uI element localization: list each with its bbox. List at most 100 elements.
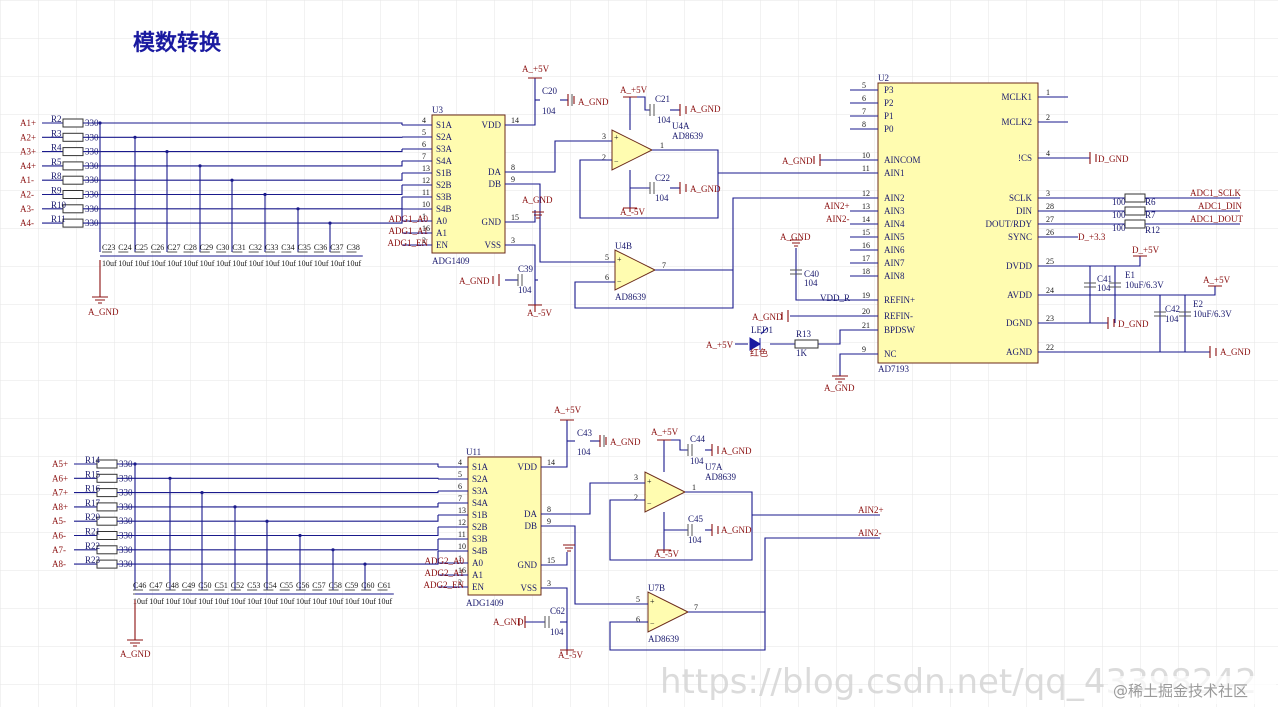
svg-text:5: 5 xyxy=(636,595,640,604)
svg-text:A_-5V: A_-5V xyxy=(654,549,679,559)
resistor-ref: R20 xyxy=(85,512,101,522)
cap-value: 10uf xyxy=(265,259,280,268)
svg-text:A_GND: A_GND xyxy=(782,156,813,166)
svg-text:104: 104 xyxy=(688,535,702,545)
cap-ref: C52 xyxy=(231,581,244,590)
input-resistor xyxy=(62,190,84,199)
svg-text:−: − xyxy=(614,157,619,166)
cap-ref: C47 xyxy=(149,581,162,590)
input-resistor xyxy=(62,147,84,157)
pin-name: NC xyxy=(884,349,897,359)
input-net-label: A5- xyxy=(52,516,66,526)
svg-text:E1: E1 xyxy=(1125,270,1135,280)
cap-value: 10uf xyxy=(330,259,345,268)
cap-value: 10uf xyxy=(314,259,329,268)
svg-text:−: − xyxy=(650,619,655,628)
pin-name: VSS xyxy=(520,583,537,593)
svg-text:A_+5V: A_+5V xyxy=(554,405,582,415)
pin-name: S4B xyxy=(436,204,452,214)
input-resistor xyxy=(62,132,84,142)
svg-text:1: 1 xyxy=(660,141,664,150)
input-net-label: A7- xyxy=(52,545,66,555)
svg-text:R12: R12 xyxy=(1145,225,1160,235)
cap-value: 10uf xyxy=(215,597,230,606)
input-net-label: A5+ xyxy=(52,459,68,469)
pin-number: 6 xyxy=(862,94,866,103)
cap-ref: C50 xyxy=(198,581,211,590)
pin-name: S3A xyxy=(436,144,453,154)
cap-ref: C55 xyxy=(280,581,293,590)
pin-number: 27 xyxy=(1046,215,1054,224)
input-net-label: A4- xyxy=(20,218,34,228)
pin-number: 21 xyxy=(862,321,870,330)
cap-ref: C33 xyxy=(265,243,278,252)
resistor-ref: R17 xyxy=(85,498,101,508)
svg-text:2: 2 xyxy=(602,153,606,162)
cap-ref: C56 xyxy=(296,581,309,590)
svg-text:C20: C20 xyxy=(542,86,558,96)
input-resistor xyxy=(62,161,84,171)
svg-text:R7: R7 xyxy=(1145,210,1156,220)
pin-number: 13 xyxy=(862,202,870,211)
cap-value: 10uf xyxy=(198,597,213,606)
u4b-part: AD8639 xyxy=(615,292,646,302)
pin-name: VDD xyxy=(518,462,538,472)
cap-value: 10uf xyxy=(312,597,327,606)
resistor-ref: R10 xyxy=(51,200,67,210)
pin-number: 23 xyxy=(1046,314,1054,323)
cap-value: 10uf xyxy=(263,597,278,606)
pin-number: 6 xyxy=(458,482,462,491)
input-net-label: A8+ xyxy=(52,502,68,512)
pin-number: 9 xyxy=(511,175,515,184)
svg-text:ADC1_SCLK: ADC1_SCLK xyxy=(1190,188,1242,198)
svg-text:ADC1_DIN: ADC1_DIN xyxy=(1198,201,1242,211)
pin-number: 18 xyxy=(862,267,870,276)
u4b-opamp: +− 567 U4B AD8639 xyxy=(605,241,666,302)
svg-text:D_+5V: D_+5V xyxy=(1132,245,1160,255)
resistor-ref: R8 xyxy=(51,171,62,181)
pin-name: BPDSW xyxy=(884,325,916,335)
svg-text:D_GND: D_GND xyxy=(1098,154,1129,164)
svg-text:104: 104 xyxy=(1097,283,1111,293)
pin-number: 4 xyxy=(458,458,462,467)
svg-text:6: 6 xyxy=(605,273,609,282)
cap-ref: C26 xyxy=(151,243,164,252)
svg-text:104: 104 xyxy=(804,278,818,288)
pin-name: S1A xyxy=(472,462,489,472)
cap-value: 10uf xyxy=(298,259,313,268)
pin-number: 22 xyxy=(1046,343,1054,352)
svg-text:红色: 红色 xyxy=(750,347,768,358)
svg-text:AIN2+: AIN2+ xyxy=(824,201,850,211)
u3-ref: U3 xyxy=(432,105,443,115)
pin-name: S1A xyxy=(436,120,453,130)
u7b-ref: U7B xyxy=(648,583,665,593)
pin-number: 1 xyxy=(1046,88,1050,97)
cap-ref: C25 xyxy=(135,243,148,252)
pin-name: DB xyxy=(524,521,537,531)
svg-text:D_+3.3: D_+3.3 xyxy=(1078,232,1106,242)
input-resistor xyxy=(62,175,84,185)
pin-name: S2B xyxy=(436,180,452,190)
pin-name: S2A xyxy=(436,132,453,142)
svg-text:−: − xyxy=(647,499,652,508)
pin-name: AGND xyxy=(1006,347,1032,357)
pin-number: 8 xyxy=(862,120,866,129)
control-net-label: ADG1_A1 xyxy=(389,226,429,236)
pin-number: 28 xyxy=(1046,202,1054,211)
pin-number: 10 xyxy=(458,542,466,551)
svg-text:A_-5V: A_-5V xyxy=(558,650,583,660)
u7a-opamp: +− 321 U7A AD8639 xyxy=(634,462,736,513)
input-resistor xyxy=(62,118,84,128)
led-symbol xyxy=(749,327,768,351)
pin-name: A1 xyxy=(436,228,447,238)
pin-number: 2 xyxy=(422,236,426,245)
signal-wires xyxy=(505,78,1240,651)
cap-ref: C58 xyxy=(329,581,342,590)
pin-number: 4 xyxy=(422,116,426,125)
input-resistor xyxy=(62,218,84,228)
svg-text:+: + xyxy=(647,477,652,486)
u4a-ref: U4A xyxy=(672,121,690,131)
svg-text:R6: R6 xyxy=(1145,197,1156,207)
